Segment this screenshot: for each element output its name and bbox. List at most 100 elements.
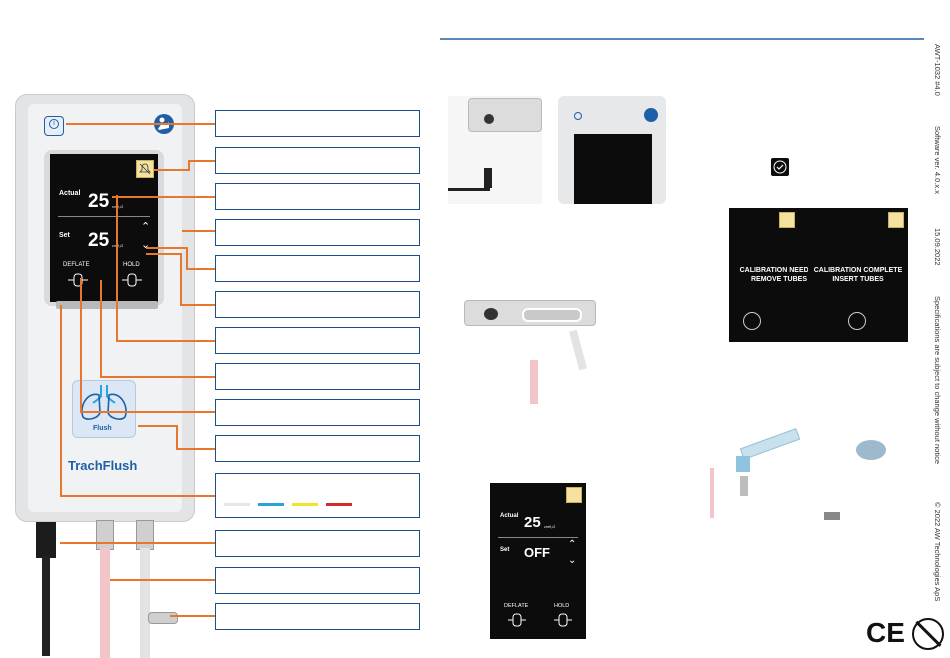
info-icon — [574, 112, 582, 120]
callout-box-6 — [215, 291, 420, 318]
deflate-button[interactable] — [68, 272, 88, 288]
callout-box-3 — [215, 183, 420, 210]
touch-hand-icon — [743, 312, 761, 330]
mini-actual-value: 25 — [524, 514, 541, 531]
leader-line — [188, 160, 190, 170]
leader-line — [66, 123, 215, 125]
set-label: Set — [59, 232, 70, 239]
leader-line — [110, 579, 215, 581]
tube-valve — [148, 612, 178, 624]
callout-box-9 — [215, 399, 420, 426]
alarm-mute-icon — [779, 212, 795, 228]
leader-line — [60, 542, 215, 544]
leader-line — [176, 448, 215, 450]
callout-box-7 — [215, 327, 420, 354]
mini-up-arrow-icon: ⌃ — [568, 539, 577, 550]
software-version-text: Software ver. 4.0.x.x — [933, 126, 942, 194]
actual-label: Actual — [59, 190, 81, 197]
callout-box-8 — [215, 363, 420, 390]
callout-box-1 — [215, 110, 420, 137]
photo-tube-insert — [464, 300, 646, 404]
alarm-mute-icon — [888, 212, 904, 228]
flush-label: Flush — [93, 425, 112, 432]
leader-line — [186, 247, 188, 269]
power-cable-wire — [42, 556, 50, 656]
alarm-mute-icon[interactable] — [136, 160, 154, 178]
leader-line — [180, 253, 182, 304]
callout-box-10 — [215, 435, 420, 462]
lungs-icon — [81, 385, 127, 420]
brand-logo-text: TrachFlush — [68, 458, 138, 473]
photo-touch-screen — [558, 96, 666, 204]
mini-set-label: Set — [500, 547, 510, 553]
up-arrow-icon[interactable]: ⌃ — [141, 221, 151, 233]
leader-line — [112, 196, 215, 198]
leader-line — [116, 340, 215, 342]
mini-screen: Actual 25 cmH₂O ⌃ Set OFF ⌄ DEFLATE HOLD — [490, 483, 586, 639]
mini-hold-label: HOLD — [554, 603, 570, 609]
mini-actual-label: Actual — [500, 513, 519, 519]
ce-mark: CE — [866, 617, 905, 648]
leader-line — [170, 615, 215, 617]
callout-box-12 — [215, 530, 420, 557]
callout-box-13 — [215, 567, 420, 594]
leader-line — [188, 160, 215, 162]
down-arrow-icon[interactable]: ⌄ — [141, 239, 151, 251]
leader-line — [80, 278, 82, 412]
deflate-label: DEFLATE — [63, 262, 90, 268]
power-cable — [36, 522, 56, 558]
hold-button[interactable] — [122, 272, 142, 288]
callout-box-14 — [215, 603, 420, 630]
tube-color-white — [224, 503, 250, 506]
touch-hand-icon — [848, 312, 866, 330]
doc-id-text: AWT-1032 #4.0 — [933, 44, 942, 96]
alarm-mute-icon — [566, 487, 582, 503]
device-screen: Actual 25 cmH₂O ⌃ Set 25 cmH₂O ⌄ DEFLATE… — [50, 154, 158, 302]
header-rule — [440, 38, 924, 40]
callout-box-5 — [215, 255, 420, 282]
hold-label: HOLD — [123, 262, 140, 268]
leader-line — [186, 268, 215, 270]
actual-value: 25 — [88, 191, 110, 212]
leader-line — [176, 425, 178, 449]
callout-box-2 — [215, 147, 420, 174]
calibration-needed-line1: CALIBRATION NEEDED — [739, 267, 819, 274]
mini-actual-unit: cmH₂O — [544, 525, 556, 529]
deflate-icon — [68, 273, 88, 287]
tube-clear — [140, 548, 150, 658]
info-icon: i — [49, 119, 59, 129]
calibration-complete-line2: INSERT TUBES — [832, 276, 884, 283]
callout-box-4 — [215, 219, 420, 246]
tube-connector-right — [136, 520, 154, 550]
photo-connect-power — [448, 96, 542, 204]
callout-box-11 — [215, 473, 420, 518]
spec-note-text: Specifications are subject to change wit… — [933, 296, 942, 465]
date-text: 15.09.2022 — [933, 228, 942, 266]
mini-set-value: OFF — [524, 545, 550, 560]
leader-line — [60, 495, 215, 497]
photo-pilot-balloon — [818, 428, 914, 520]
calibration-complete-screen: CALIBRATION COMPLETE INSERT TUBES — [808, 208, 908, 342]
set-value: 25 — [88, 230, 110, 251]
mini-deflate-label: DEFLATE — [504, 603, 529, 609]
flush-button[interactable]: Flush — [72, 380, 136, 438]
mini-deflate-icon — [508, 613, 526, 627]
leader-line — [138, 425, 176, 427]
checkmark-icon — [771, 158, 789, 176]
tube-connector-left — [96, 520, 114, 550]
calibration-needed-line2: REMOVE TUBES — [750, 276, 807, 283]
tube-color-yellow — [292, 503, 318, 506]
mini-down-arrow-icon: ⌄ — [568, 555, 577, 566]
photo-tube-to-catheter — [706, 428, 806, 520]
screen-divider — [58, 216, 150, 217]
mini-screen-divider — [498, 537, 578, 538]
leader-line — [180, 304, 215, 306]
leader-line — [100, 376, 215, 378]
leader-line — [100, 280, 102, 377]
info-button[interactable]: i — [44, 116, 64, 136]
leader-line — [80, 411, 215, 413]
mini-hold-icon — [554, 613, 572, 627]
leader-line — [116, 195, 118, 341]
calibration-complete-line1: CALIBRATION COMPLETE — [813, 267, 903, 274]
leader-line — [60, 305, 62, 496]
